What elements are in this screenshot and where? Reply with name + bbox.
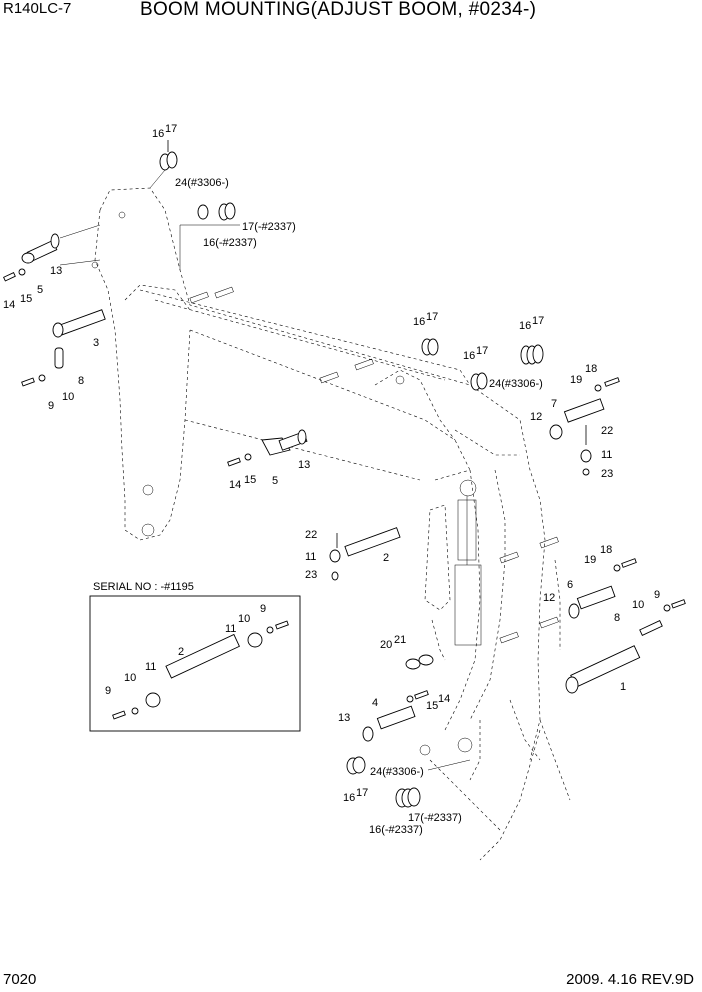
label-17: 17 [356, 787, 368, 799]
label-10: 10 [62, 391, 74, 403]
label-18: 18 [585, 363, 597, 375]
shim-plates [189, 286, 559, 644]
label-16: 16 [519, 320, 531, 332]
label-17: 17 [476, 345, 488, 357]
label-17: 17(-#2337) [408, 812, 462, 824]
label-19: 19 [584, 554, 596, 566]
label-16: 16(-#2337) [369, 824, 423, 836]
label-15: 15 [244, 474, 256, 486]
label-14: 14 [3, 299, 15, 311]
label-1: 1 [620, 681, 626, 693]
label-23: 23 [601, 468, 613, 480]
label-16: 16(-#2337) [203, 237, 257, 249]
page-title: BOOM MOUNTING(ADJUST BOOM, #0234-) [140, 0, 537, 20]
label-13: 13 [338, 712, 350, 724]
label-6: 6 [567, 579, 573, 591]
parts [3, 140, 686, 808]
label-21: 21 [394, 634, 406, 646]
label-17: 17 [426, 311, 438, 323]
revision-date: 2009. 4.16 REV.9D [566, 971, 694, 988]
label-11: 11 [305, 551, 316, 563]
label-14: 14 [438, 693, 450, 705]
label-15: 15 [20, 293, 32, 305]
boom-cylinder [424, 479, 482, 661]
label-15: 15 [426, 700, 438, 712]
label-24: 24(#3306-) [370, 766, 424, 778]
label-8: 8 [78, 375, 84, 387]
label-11: 11 [601, 449, 612, 461]
label-17: 17(-#2337) [242, 221, 296, 233]
label-5: 5 [37, 284, 43, 296]
label-23: 23 [305, 569, 317, 581]
label-11: 11 [145, 661, 156, 673]
label-7: 7 [551, 398, 557, 410]
label-2: 2 [178, 646, 184, 658]
label-17: 17 [532, 315, 544, 327]
label-17: 17 [165, 123, 177, 135]
boom-outline [91, 187, 571, 861]
label-13: 13 [50, 265, 62, 277]
label-24: 24(#3306-) [489, 378, 543, 390]
label-10: 10 [632, 599, 644, 611]
label-20: 20 [380, 639, 392, 651]
model-code: R140LC-7 [3, 0, 72, 17]
label-13: 13 [298, 459, 310, 471]
label-22: 22 [305, 529, 317, 541]
label-14: 14 [229, 479, 241, 491]
label-18: 18 [600, 544, 612, 556]
label-10: 10 [124, 672, 136, 684]
label-16: 16 [463, 350, 475, 362]
label-10: 10 [238, 613, 250, 625]
label-4: 4 [372, 697, 378, 709]
label-12: 12 [530, 411, 542, 423]
label-3: 3 [93, 337, 99, 349]
label-22: 22 [601, 425, 613, 437]
label-9: 9 [48, 400, 54, 412]
page-number: 7020 [3, 971, 37, 988]
label-16: 16 [152, 128, 164, 140]
label-8: 8 [614, 612, 620, 624]
label-2: 2 [383, 552, 389, 564]
label-16: 16 [413, 316, 425, 328]
label-9: 9 [654, 589, 660, 601]
serial-number-label: SERIAL NO : -#1195 [93, 581, 194, 593]
label-11: 11 [225, 623, 236, 635]
label-12: 12 [543, 592, 555, 604]
label-24: 24(#3306-) [175, 177, 229, 189]
label-9: 9 [260, 603, 266, 615]
label-5: 5 [272, 475, 278, 487]
label-9: 9 [105, 685, 111, 697]
serial-inset [89, 595, 301, 732]
part-labels: SERIAL NO : -#1195 16 17 24(#3306-) 17(-… [3, 123, 660, 836]
label-19: 19 [570, 374, 582, 386]
label-16: 16 [343, 792, 355, 804]
